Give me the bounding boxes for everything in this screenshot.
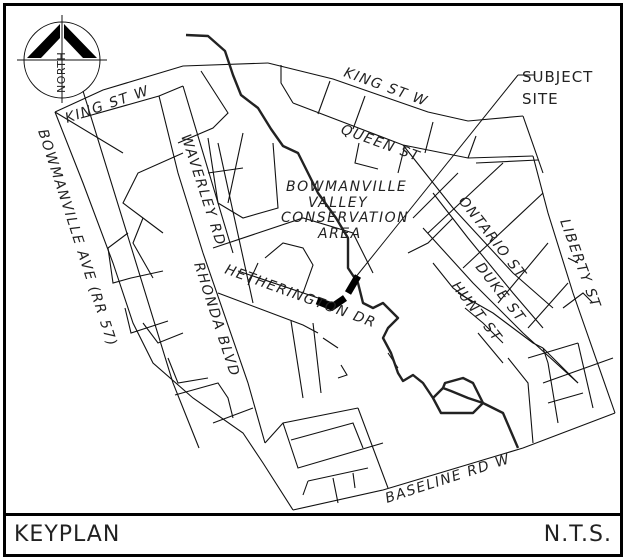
subject-site-marker — [315, 74, 535, 311]
road-network — [54, 62, 616, 511]
conservation-area-label: BOWMANVILLE VALLEY CONSERVATION AREA — [281, 179, 409, 242]
keyplan-frame: NORTH — [3, 3, 623, 557]
svg-text:SITE: SITE — [522, 90, 559, 108]
subject-site-callout: SUBJECT SITE — [522, 68, 593, 108]
svg-text:SUBJECT: SUBJECT — [522, 68, 593, 86]
title-block: KEYPLAN N.T.S. — [6, 513, 620, 557]
keyplan-map: NORTH — [6, 6, 620, 513]
svg-text:AREA: AREA — [317, 226, 362, 242]
svg-text:VALLEY: VALLEY — [308, 195, 368, 211]
label-hetherington-dr: HETHERINGTON DR — [223, 262, 379, 332]
label-queen-st: QUEEN ST — [339, 122, 423, 166]
label-waverley-rd: WAVERLEY RD — [177, 132, 228, 248]
label-king-st-w-east: KING ST W — [342, 65, 430, 110]
keyplan-title: KEYPLAN — [14, 522, 121, 547]
svg-text:BOWMANVILLE: BOWMANVILLE — [286, 179, 407, 195]
label-baseline-rd-w: BASELINE RD W — [383, 451, 512, 507]
north-arrow-icon: NORTH — [17, 15, 107, 103]
street-labels: KING ST W KING ST W QUEEN ST BOWMANVILLE… — [34, 65, 603, 507]
map-canvas: NORTH — [17, 15, 616, 511]
label-bowmanville-ave: BOWMANVILLE AVE (RR 57) — [34, 127, 120, 349]
label-king-st-w-west: KING ST W — [63, 83, 152, 127]
scale-note: N.T.S. — [543, 522, 612, 547]
north-label: NORTH — [55, 52, 68, 93]
svg-text:CONSERVATION: CONSERVATION — [281, 210, 409, 226]
creek — [185, 33, 520, 449]
